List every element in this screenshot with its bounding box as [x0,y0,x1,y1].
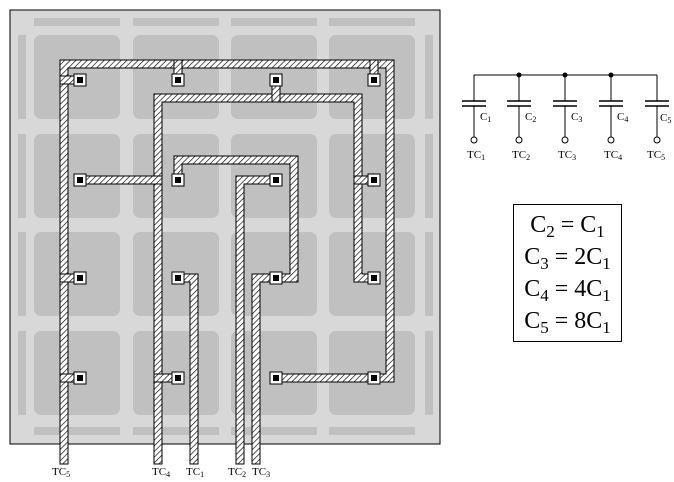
trace-fill [60,60,394,464]
terminal-label-tc2: TC2 [228,466,246,479]
edge-stub [18,232,26,316]
capacitor-label-c4: C4 [617,111,628,124]
via-core [273,375,279,381]
edge-stub [425,134,433,218]
edge-stub [18,134,26,218]
schematic-terminal-tc5: TC5 [647,149,665,162]
via-core [371,275,377,281]
via-core [273,77,279,83]
capacitor-label-c3: C3 [571,111,582,124]
schematic-terminal-tc3: TC3 [558,149,576,162]
via-core [77,275,83,281]
equation-c2: C2 = C1 [530,212,605,241]
via-core [175,375,181,381]
capacitor-c3: C3 TC3 [553,75,582,162]
edge-stub [329,18,415,26]
schematic-terminal-tc2: TC2 [512,149,530,162]
capacitor-label-c5: C5 [660,112,671,125]
edge-stub [425,331,433,415]
via-core [371,375,377,381]
edge-stub [34,18,120,26]
terminal-label-tc4: TC4 [152,466,170,479]
edge-stub [425,35,433,119]
capacitor-c5: C5 TC5 [645,75,671,162]
edge-stub [133,427,219,435]
via-contacts [73,73,381,385]
equation-c5: C5 = 8C1 [524,308,611,337]
edge-stub [133,18,219,26]
schematic-terminal-tc4: TC4 [604,149,622,162]
via-core [371,177,377,183]
capacitance-ratio-box: C2 = C1 C3 = 2C1 C4 = 4C1 C5 = 8C1 [513,204,622,342]
terminal-labels: TC5 TC4 TC1 TC2 TC3 [52,466,270,479]
edge-stub [18,331,26,415]
edge-stub [329,427,415,435]
edge-stub [34,427,120,435]
trace-fill [154,94,378,464]
capacitor-c2: C2 TC2 [507,75,536,162]
capacitor-c4: C4 TC4 [599,75,628,162]
via-core [77,77,83,83]
trace-fill [236,176,280,464]
via-core [175,77,181,83]
terminal-label-tc3: TC3 [252,466,270,479]
terminal-label-tc5: TC5 [52,466,70,479]
via-core [77,177,83,183]
via-core [371,77,377,83]
via-core [273,275,279,281]
schematic-terminal-tc1: TC1 [467,149,485,162]
layout-array [9,9,441,465]
equation-c3: C3 = 2C1 [524,244,611,273]
via-core [77,375,83,381]
capacitor-c1: C1 TC1 [462,75,491,162]
edge-stub [18,35,26,119]
edge-stub [425,232,433,316]
edge-stub [231,427,317,435]
edge-stub [231,18,317,26]
trace-fill [174,156,298,464]
via-core [273,177,279,183]
via-core [175,177,181,183]
capacitor-label-c2: C2 [525,111,536,124]
capacitor-label-c1: C1 [480,111,491,124]
capacitor-schematic: C1 TC1 C2 TC2 C3 TC3 C4 [462,72,671,162]
equation-c4: C4 = 4C1 [524,276,611,305]
via-core [175,275,181,281]
terminal-label-tc1: TC1 [186,466,204,479]
